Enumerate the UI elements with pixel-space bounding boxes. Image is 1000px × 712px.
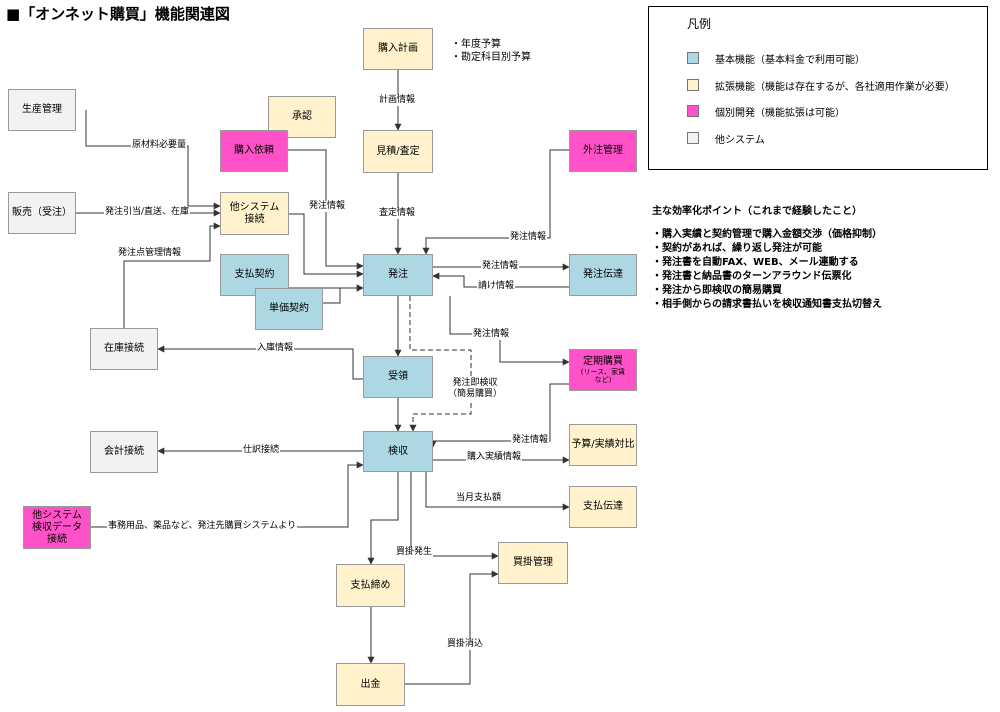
edge-inspection-to-paytrans [425, 472, 570, 511]
edge-other-to-order [289, 213, 364, 278]
points-item: ・発注書を自動FAX、WEB、メール連動する [652, 257, 859, 268]
edge-production-to-other [85, 110, 221, 210]
periodic-purchase-label: 定期購買 [583, 355, 623, 367]
node-budget-actual: 予算/実績対比 [569, 424, 637, 466]
node-outsourcing: 外注管理 [569, 130, 637, 172]
label-order-info-transmit: 発注情報 [481, 261, 520, 272]
edge-receiving-to-inventory [157, 345, 363, 380]
node-other-system: 他システム 接続 [220, 192, 289, 235]
node-other-inspection: 他システム 検収データ 接続 [23, 506, 91, 549]
node-estimate: 見積/査定 [363, 130, 433, 173]
edge-unit-to-order [323, 284, 364, 304]
points-title: 主な効率化ポイント（これまで経験したこと） [652, 206, 862, 217]
edge-otherinsp-to-inspection [91, 461, 364, 528]
label-materials: 原材料必要量 [131, 140, 188, 151]
node-disbursement: 出金 [336, 663, 405, 706]
label-plan-info: 計画情報 [378, 95, 417, 106]
node-inventory: 在庫接続 [90, 328, 158, 370]
label-receipt-info: 入庫情報 [256, 343, 295, 354]
label-order-info-inspection: 発注情報 [511, 435, 550, 446]
label-journal-link: 仕訳接続 [242, 445, 281, 456]
label-other-inspection-src: 事務用品、薬品など、発注先購買システムより [107, 521, 298, 532]
node-payment-transmission: 支払伝達 [569, 486, 637, 528]
node-unit-price-contract: 単価契約 [255, 288, 323, 330]
label-purchase-results: 購入実績情報 [466, 452, 523, 463]
node-periodic-purchase: 定期購買 (リース、家賃 など) [569, 349, 637, 391]
edge-inspection-to-ap [410, 472, 499, 560]
legend: 凡例 基本機能（基本料金で利用可能） 拡張機能（機能は存在するが、各社適用作業が… [648, 6, 988, 170]
legend-label-extended: 拡張機能（機能は存在するが、各社適用作業が必要） [715, 82, 955, 93]
legend-swatch-individual [687, 105, 699, 117]
edge-outsourcing-to-order [422, 149, 569, 255]
legend-title: 凡例 [687, 17, 712, 31]
node-order: 発注 [363, 254, 433, 296]
periodic-purchase-sublabel: (リース、家賃 など) [580, 367, 626, 384]
label-ap-clearing: 買掛消込 [446, 639, 485, 650]
legend-label-basic: 基本機能（基本料金で利用可能） [715, 55, 865, 66]
points-item: ・契約があれば、繰り返し発注が可能 [652, 243, 822, 254]
edge-transmission-to-order [432, 272, 569, 288]
node-payment-closing: 支払締め [336, 564, 405, 607]
legend-swatch-basic [687, 52, 699, 64]
edge-disbursement-to-ap [405, 570, 499, 685]
label-ap-occurrence: 買掛発生 [395, 547, 434, 558]
points-list: ・購入実績と契約管理で購入金額交渉（価格抑制） ・契約があれば、繰り返し発注が可… [652, 228, 882, 312]
legend-swatch-other [687, 132, 699, 144]
label-immediate-inspection: 発注即検収 （簡易購買） [447, 378, 504, 400]
legend-label-individual: 個別開発（機能拡張は可能） [715, 108, 845, 119]
label-order-info-outsourcing: 発注情報 [509, 232, 548, 243]
label-reorder-point: 発注点管理情報 [117, 248, 183, 259]
legend-label-other: 他システム [715, 135, 765, 146]
edge-inspection-to-closing [367, 472, 399, 565]
edge-periodic-to-inspection [429, 383, 569, 448]
label-assessment-info: 査定情報 [378, 208, 417, 219]
node-purchase-request: 購入依頼 [220, 130, 288, 172]
label-sales-link: 発注引当/直送、在庫 [104, 207, 191, 218]
label-monthly-payment: 当月支払額 [455, 493, 503, 504]
node-sales: 販売（受注） [8, 192, 76, 234]
label-order-info-periodic: 発注情報 [472, 329, 511, 340]
edge-inventory-to-other [123, 222, 221, 328]
node-inspection: 検収 [363, 431, 433, 472]
legend-swatch-extended [687, 79, 699, 91]
budget-note: ・年度予算 ・勘定科目別予算 [451, 39, 531, 63]
points-item: ・購入実績と契約管理で購入金額交渉（価格抑制） [652, 229, 882, 240]
node-receiving: 受領 [363, 356, 433, 398]
points-item: ・発注から即検収の簡易購買 [652, 285, 782, 296]
node-order-transmission: 発注伝達 [569, 254, 637, 296]
points-item: ・発注書と納品書のターンアラウンド伝票化 [652, 271, 852, 282]
label-acceptance-info: 請け情報 [477, 281, 516, 292]
page-title: ■「オンネット購買」機能関連図 [6, 5, 230, 23]
node-purchase-plan: 購入計画 [363, 28, 433, 70]
node-ap-management: 買掛管理 [498, 542, 568, 584]
node-production: 生産管理 [8, 89, 76, 131]
points-item: ・相手側からの請求書払いを検収通知書支払切替え [652, 299, 882, 310]
node-accounting: 会計接続 [90, 431, 158, 473]
label-order-info-request: 発注情報 [308, 201, 347, 212]
